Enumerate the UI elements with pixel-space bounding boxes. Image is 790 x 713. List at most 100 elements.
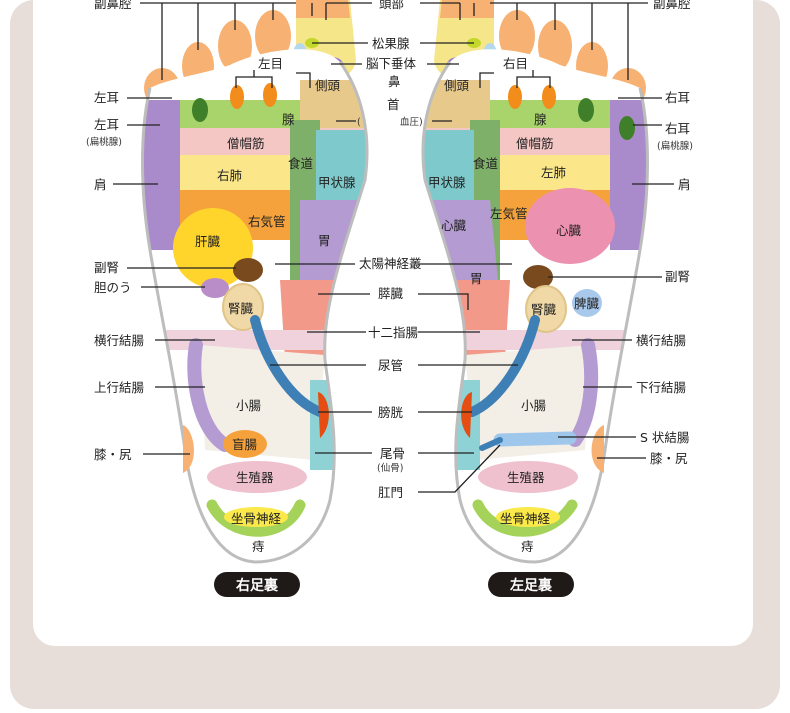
right-foot-cecum [223,430,267,458]
right-foot-knee-hip-zone [183,425,194,473]
left-zone-lung: 左肺 [541,165,566,180]
left-ear2-sub-label: (扁桃腺) [657,140,693,152]
center-solar-plexus-label: 太陽神経叢 [359,256,422,271]
left-foot-thyroid [422,130,474,200]
left-foot-toe-2 [499,10,535,62]
right-ear2-sub-label: (扁桃腺) [86,136,122,148]
right-foot-caption-badge: 右足裏 [214,572,300,597]
center-nose-label: 鼻 [388,74,401,89]
left-zone-small-intestine: 小腸 [521,398,547,413]
left-foot-caption: 左足裏 [509,577,553,594]
right-foot-sciatic [224,507,288,527]
center-pituitary-label: 脳下垂体 [366,56,417,71]
left-zone-hemorrhoid: 痔 [521,539,534,554]
left-descending-colon-label: 下行結腸 [636,380,687,395]
right-ear-label: 左耳 [94,90,119,105]
right-zone-lung: 右肺 [217,168,242,183]
left-zone-reproductive: 生殖器 [507,470,545,485]
left-zone-kidney: 腎臓 [531,302,557,317]
left-zone-side-head: 側頭 [444,78,470,93]
left-zone-heart: 心臓 [556,223,582,238]
center-neck-fragment-right: 血圧) [400,116,423,128]
center-labels: 頭部 松果腺 脳下垂体 鼻 首 ( 血圧) 太陽神経叢 膵臓 十二指腸 尿管 膀… [357,0,423,500]
right-sinus-label: 副鼻腔 [94,0,132,11]
right-transverse-colon-label: 横行結腸 [94,333,145,348]
left-zone-spleen: 脾臓 [574,296,600,311]
right-zone-stomach: 胃 [318,233,331,248]
right-zone-reproductive: 生殖器 [236,470,274,485]
left-foot-rectum [479,437,503,451]
left-foot-sciatic-band [472,499,578,537]
left-foot-ear-dot [619,116,635,140]
left-foot-heart [525,188,615,264]
right-zone-left-eye: 左目 [258,56,283,71]
left-foot-ureter [467,315,540,417]
left-foot-spleen [572,289,602,317]
right-gallbladder-label: 胆のう [94,280,132,295]
center-coccyx-label: 尾骨 [380,446,405,461]
left-sigmoid-colon-label: S 状結腸 [640,430,690,445]
right-foot-head-zone [296,0,350,18]
right-zone-kidney: 腎臓 [228,301,254,316]
right-zone-trapezius: 僧帽筋 [227,136,265,151]
right-knee-hip-label: 膝・尻 [94,447,132,462]
right-zone-bronchus: 右気管 [248,214,286,229]
left-transverse-colon-label: 横行結腸 [636,333,687,348]
right-foot-sciatic-band [206,499,306,537]
left-ear2-label: 右耳 [665,121,690,136]
center-coccyx-sub-label: (仙骨) [377,462,403,474]
right-foot-toe-2 [255,10,291,62]
right-foot-reproductive [207,461,307,493]
right-foot-eye-dot-1 [230,85,244,109]
left-knee-hip-label: 膝・尻 [650,451,688,466]
left-zone-right-eye: 右目 [503,56,528,71]
center-pineal-label: 松果腺 [372,36,410,51]
right-foot-eye-dot-2 [263,83,277,107]
right-zone-cecum: 盲腸 [232,437,258,452]
left-zone-esophagus: 食道 [473,156,499,171]
right-foot-caption: 右足裏 [235,577,279,594]
left-foot-sigmoid-colon [493,431,577,447]
left-adrenal-label: 副腎 [665,269,690,284]
right-foot-toe-3 [218,20,252,72]
center-ureter-label: 尿管 [378,358,403,373]
right-foot-ascending-colon [187,338,232,452]
right-zone-thyroid: 甲状腺 [318,175,356,190]
right-foot-bladder [318,392,329,438]
right-foot-adrenal [233,258,263,282]
left-foot-outline [421,61,649,564]
right-foot-thyroid [316,130,368,200]
center-head-label: 頭部 [379,0,404,11]
left-zone-thyroid: 甲状腺 [428,175,466,190]
left-zone-stomach: 胃 [470,271,483,286]
left-foot-descending-colon [568,338,599,447]
left-foot [421,0,649,564]
right-zone-sciatic: 坐骨神経 [231,511,282,526]
right-zone-liver: 肝臓 [195,234,221,249]
left-foot-caption-badge: 左足裏 [488,572,574,597]
left-shoulder-label: 肩 [678,177,691,192]
left-zone-heart-small: 心臓 [441,218,467,233]
left-foot-labels: 副鼻腔 右耳 右耳 (扁桃腺) 肩 副腎 横行結腸 下行結腸 S 状結腸 膝・尻… [428,0,693,554]
left-zone-trapezius: 僧帽筋 [516,136,554,151]
left-foot-transverse-colon [450,330,648,350]
left-zone-bronchus: 左気管 [490,206,528,221]
left-foot-ear-dot-2 [578,98,594,122]
left-zone-sciatic: 坐骨神経 [500,511,551,526]
left-foot-reproductive [478,461,578,493]
left-foot-eye-dot-2 [542,85,556,109]
left-foot-adrenal [523,265,553,289]
right-foot-gallbladder [201,278,229,298]
left-sinus-label: 副鼻腔 [653,0,691,11]
left-zone-gland: 腺 [534,112,547,127]
right-foot-small-intestine-zone [200,345,325,460]
right-zone-side-head: 側頭 [315,78,341,93]
left-foot-toe-3 [538,20,572,72]
left-foot-eye-dot-1 [508,85,522,109]
left-foot-small-intestine-zone [465,345,590,460]
left-foot-head-zone [440,0,494,18]
right-zone-esophagus: 食道 [288,156,314,171]
right-shoulder-label: 肩 [94,177,107,192]
